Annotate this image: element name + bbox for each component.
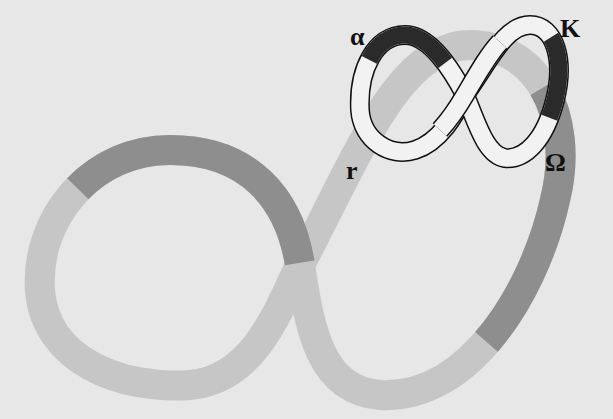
large-ribbon-face bbox=[40, 45, 561, 395]
small-ribbon-outline bbox=[360, 25, 559, 158]
symbol-label: Ω bbox=[545, 150, 566, 176]
large-ribbon bbox=[40, 45, 561, 395]
crossing-outline bbox=[440, 42, 500, 130]
symbol-label: α bbox=[350, 24, 365, 50]
large-ribbon-underside bbox=[40, 45, 561, 395]
symbol-label: r bbox=[346, 158, 358, 184]
small-ribbon-underside bbox=[360, 25, 559, 158]
crossing-face bbox=[440, 42, 500, 130]
symbol-label: K bbox=[560, 16, 580, 42]
small-ribbon-face bbox=[360, 25, 559, 158]
large-ribbon-underside bbox=[40, 45, 561, 395]
small-ribbon bbox=[360, 25, 559, 158]
small-ribbon-underside bbox=[360, 25, 559, 158]
